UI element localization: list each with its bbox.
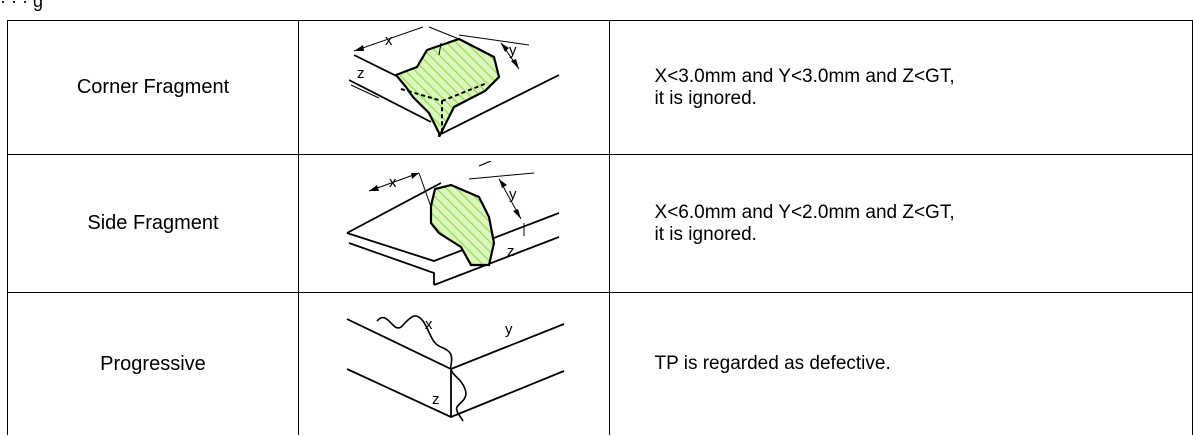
criteria-description-line: it is ignored.	[654, 87, 757, 109]
defect-name-cell: Side Fragment	[7, 154, 299, 293]
criteria-description-line: TP is regarded as defective.	[654, 353, 891, 374]
fragment-shape	[429, 183, 495, 267]
side-fragment-diagram-cell: x y z	[297, 154, 610, 293]
criteria-description-cell: X<6.0mm and Y<2.0mm and Z<GT, it is igno…	[608, 154, 1193, 293]
corner-fragment-diagram: x y z	[348, 26, 560, 138]
dim-label-y: y	[509, 42, 517, 59]
fragment-shape	[393, 37, 500, 138]
crack-line	[376, 315, 467, 422]
criteria-description-line: it is ignored.	[654, 223, 757, 245]
corner-fragment-diagram-cell: x y z	[297, 20, 610, 155]
dim-label-z: z	[432, 391, 440, 408]
criteria-description-line: X<6.0mm and Y<2.0mm and Z<GT,	[654, 201, 955, 223]
progressive-crack-diagram: x y z	[346, 315, 565, 422]
dim-label-x: x	[385, 32, 393, 49]
defect-criteria-table: Corner Fragment	[7, 20, 1193, 435]
dim-label-y: y	[509, 186, 517, 203]
dim-label-z: z	[507, 243, 515, 260]
dim-label-z: z	[357, 65, 365, 82]
caption-fragment: · · · g	[0, 0, 43, 11]
criteria-description-line: X<3.0mm and Y<3.0mm and Z<GT,	[654, 65, 955, 87]
table-row: Corner Fragment	[7, 20, 1193, 155]
progressive-crack-diagram-cell: x y z	[297, 292, 610, 435]
defect-name-cell: Corner Fragment	[7, 20, 299, 155]
table-row: Side Fragment	[7, 154, 1193, 293]
criteria-description-cell: X<3.0mm and Y<3.0mm and Z<GT, it is igno…	[608, 20, 1193, 155]
defect-name-cell: Progressive	[7, 292, 299, 435]
side-fragment-diagram: x y z	[346, 161, 560, 286]
dim-label-x: x	[425, 316, 433, 333]
dim-label-x: x	[389, 174, 397, 191]
dim-label-y: y	[505, 321, 513, 338]
criteria-description-cell: TP is regarded as defective.	[608, 292, 1193, 435]
table-row: Progressive x y z TP is regarded as defe…	[7, 292, 1193, 435]
